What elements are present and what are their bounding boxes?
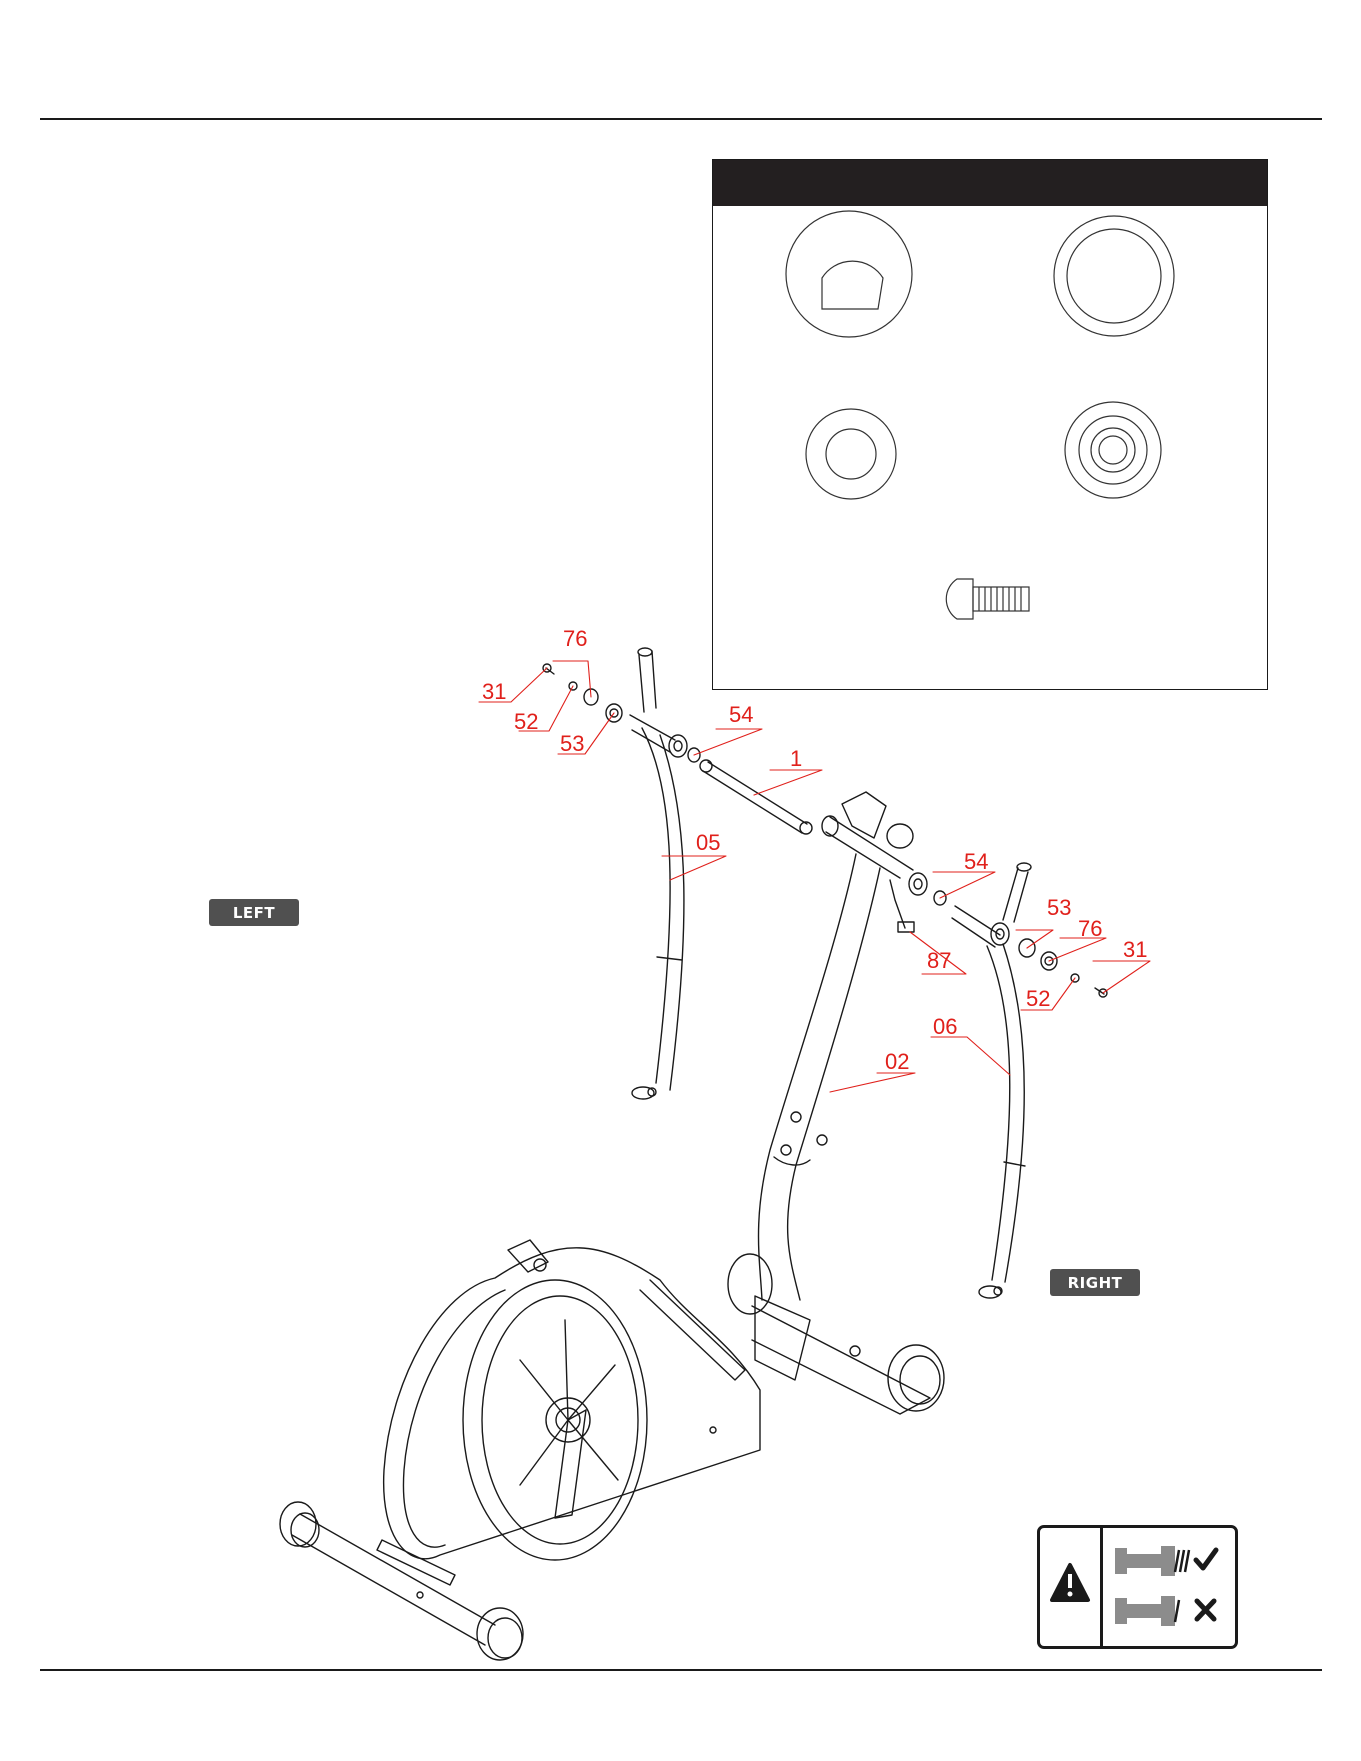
leader-lines xyxy=(479,661,1150,1092)
tightening-warning-box xyxy=(1037,1525,1238,1649)
left-hardware-stack xyxy=(543,664,622,722)
callout-53-right: 53 xyxy=(1047,895,1071,920)
callout-31-left: 31 xyxy=(482,679,506,704)
callout-06: 06 xyxy=(933,1014,957,1039)
left-side-tag: LEFT xyxy=(209,899,299,926)
callout-87: 87 xyxy=(927,948,951,973)
callout-02: 02 xyxy=(885,1049,909,1074)
callout-05: 05 xyxy=(696,830,720,855)
callout-76-right: 76 xyxy=(1078,916,1102,941)
callout-31-right: 31 xyxy=(1123,937,1147,962)
front-stabilizer xyxy=(280,1502,523,1660)
callout-54-left: 54 xyxy=(729,702,753,727)
flywheel-housing xyxy=(384,1240,760,1560)
bolt-incorrect-drawing xyxy=(1115,1596,1179,1626)
callout-52-right: 52 xyxy=(1026,986,1050,1011)
callout-54-right: 54 xyxy=(964,849,988,874)
warning-triangle-icon xyxy=(1052,1565,1088,1600)
checkmark-icon xyxy=(1196,1550,1216,1568)
console-mast xyxy=(759,792,928,1300)
callout-76-left: 76 xyxy=(563,626,587,651)
callout-52-left: 52 xyxy=(514,709,538,734)
callout-1: 1 xyxy=(790,746,802,771)
left-handlebar-arm xyxy=(630,648,687,1099)
right-side-tag: RIGHT xyxy=(1050,1269,1140,1296)
callout-53-left: 53 xyxy=(560,731,584,756)
axle-part-1 xyxy=(700,760,812,834)
right-handlebar-arm xyxy=(952,863,1031,1298)
bolt-correct-drawing xyxy=(1115,1546,1189,1576)
cross-icon xyxy=(1197,1601,1214,1619)
